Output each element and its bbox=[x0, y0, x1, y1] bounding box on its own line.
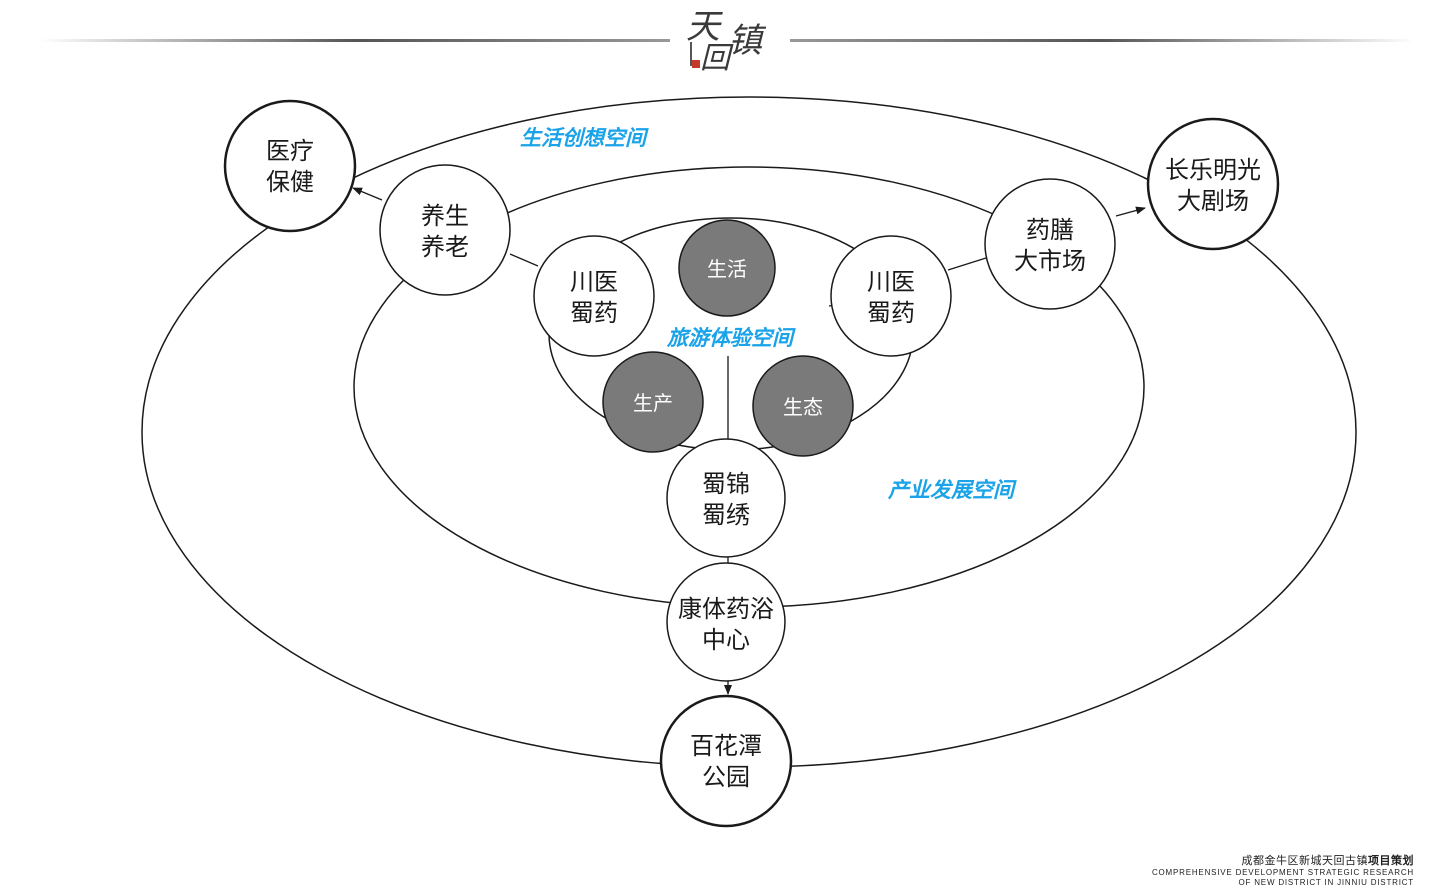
node-park: 百花潭 公园 bbox=[659, 694, 793, 828]
node-life: 生活 bbox=[678, 219, 776, 317]
node-park-line1: 百花潭 bbox=[690, 732, 762, 760]
footer-cn-prefix: 成都金牛区新城天回古镇 bbox=[1241, 855, 1368, 867]
node-production-label: 生产 bbox=[633, 391, 673, 415]
footer-en-line1: COMPREHENSIVE DEVELOPMENT STRATEGIC RESE… bbox=[1151, 868, 1414, 877]
node-sichuan-med-right: 川医 蜀药 bbox=[830, 235, 952, 357]
node-ecology-label: 生态 bbox=[783, 395, 823, 419]
node-sichuan-med-left-line2: 蜀药 bbox=[570, 299, 618, 327]
line-right-med-to-market bbox=[947, 257, 987, 271]
node-brocade-line2: 蜀绣 bbox=[702, 501, 750, 529]
node-theater-line1: 长乐明光 bbox=[1165, 156, 1261, 184]
node-park-line2: 公园 bbox=[702, 763, 750, 791]
logo-char-3: 回 bbox=[700, 41, 734, 76]
node-park-circle bbox=[659, 694, 793, 828]
header-rule-left bbox=[40, 39, 670, 42]
node-bath-line1: 康体药浴 bbox=[678, 595, 774, 623]
footer-cn: 成都金牛区新城天回古镇项目策划 bbox=[1152, 852, 1414, 868]
node-sichuan-med-left: 川医 蜀药 bbox=[533, 235, 655, 357]
node-medical-line2: 保健 bbox=[266, 168, 314, 196]
node-sichuan-med-left-line1: 川医 bbox=[570, 268, 618, 296]
logo-brush-mark bbox=[690, 42, 692, 66]
line-elderly-to-left-med bbox=[509, 253, 539, 267]
node-elderly-circle bbox=[379, 164, 511, 296]
zone-label-inner: 旅游体验空间 bbox=[666, 326, 796, 350]
node-bath-line2: 中心 bbox=[702, 626, 750, 654]
logo-seal bbox=[692, 60, 700, 68]
arrow-market-to-theater bbox=[1115, 206, 1146, 217]
node-sichuan-med-right-line1: 川医 bbox=[867, 268, 915, 296]
node-production-circle bbox=[602, 351, 704, 453]
node-brocade: 蜀锦 蜀绣 bbox=[666, 438, 786, 558]
footer-cn-bold: 项目策划 bbox=[1368, 855, 1414, 867]
node-market-circle bbox=[984, 178, 1116, 310]
header-rule-right bbox=[790, 39, 1415, 42]
zone-label-middle: 产业发展空间 bbox=[887, 478, 1017, 502]
node-ecology: 生态 bbox=[752, 355, 854, 457]
footer: 成都金牛区新城天回古镇项目策划 COMPREHENSIVE DEVELOPMEN… bbox=[1152, 852, 1414, 888]
footer-en-line2: OF NEW DISTRICT IN JINNIU DISTRICT bbox=[1238, 878, 1414, 887]
node-bath: 康体药浴 中心 bbox=[666, 562, 786, 682]
header: 天 镇 回 bbox=[40, 7, 1415, 76]
node-theater: 长乐明光 大剧场 bbox=[1146, 117, 1280, 251]
node-elderly: 养生 养老 bbox=[379, 164, 511, 296]
node-sichuan-med-right-circle bbox=[830, 235, 952, 357]
node-life-circle bbox=[678, 219, 776, 317]
node-life-label: 生活 bbox=[707, 257, 747, 281]
node-elderly-line2: 养老 bbox=[421, 233, 469, 261]
node-sichuan-med-right-line2: 蜀药 bbox=[867, 299, 915, 327]
node-market: 药膳 大市场 bbox=[984, 178, 1116, 310]
node-market-line1: 药膳 bbox=[1026, 216, 1074, 244]
logo: 天 镇 回 bbox=[686, 7, 767, 76]
node-theater-line2: 大剧场 bbox=[1177, 187, 1249, 215]
node-medical-circle bbox=[223, 99, 357, 233]
node-ecology-circle bbox=[752, 355, 854, 457]
arrow-elderly-to-medical bbox=[352, 187, 383, 201]
node-brocade-line1: 蜀锦 bbox=[702, 470, 750, 498]
node-sichuan-med-left-circle bbox=[533, 235, 655, 357]
node-elderly-line1: 养生 bbox=[421, 202, 469, 230]
node-market-line2: 大市场 bbox=[1014, 247, 1086, 275]
node-medical: 医疗 保健 bbox=[223, 99, 357, 233]
node-brocade-circle bbox=[666, 438, 786, 558]
node-theater-circle bbox=[1146, 117, 1280, 251]
node-production: 生产 bbox=[602, 351, 704, 453]
node-medical-line1: 医疗 bbox=[266, 137, 314, 165]
logo-char-1: 天 bbox=[686, 7, 723, 47]
node-bath-circle bbox=[666, 562, 786, 682]
logo-char-2: 镇 bbox=[728, 21, 767, 61]
zone-label-outer: 生活创想空间 bbox=[520, 126, 649, 150]
